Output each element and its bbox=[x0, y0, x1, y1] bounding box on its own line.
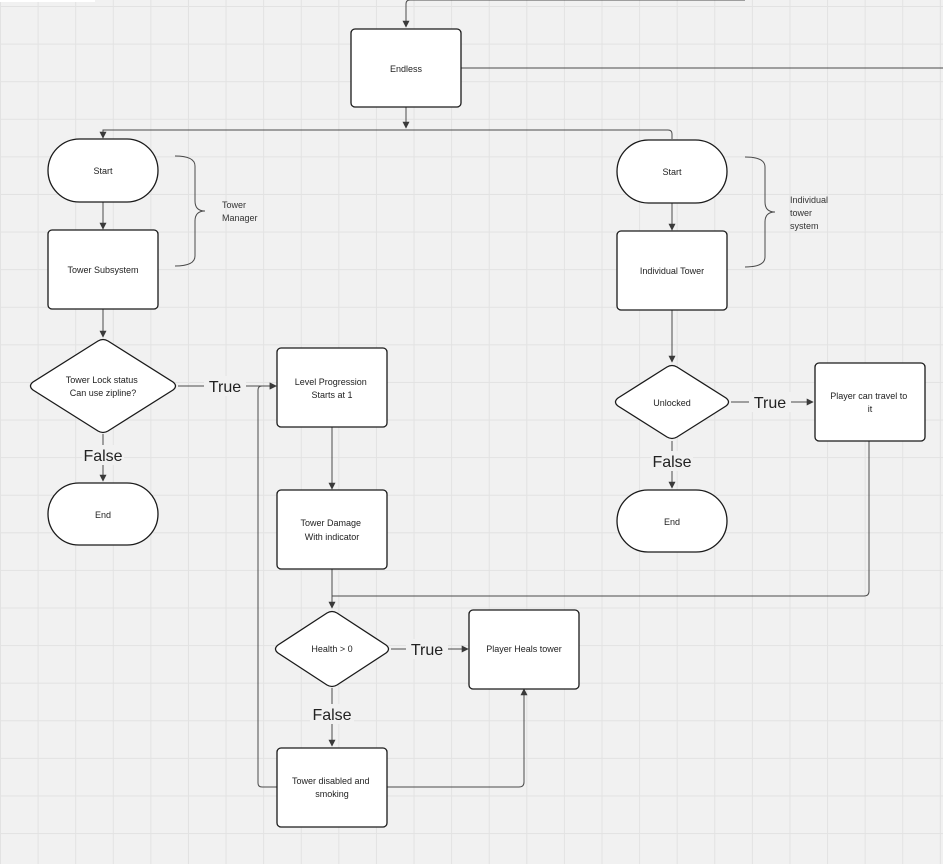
branch-label-unlocked-true-text: True bbox=[754, 395, 786, 412]
branch-label-unlocked-false-text: False bbox=[652, 454, 691, 471]
node-tower-damage-label: Tower Damage With indicator bbox=[300, 518, 363, 542]
node-player-travel-label: Player can travel to it bbox=[830, 391, 910, 414]
node-endless-label: Endless bbox=[390, 64, 423, 74]
node-start-individual[interactable]: Start bbox=[616, 139, 728, 204]
branch-label-health-false-text: False bbox=[312, 707, 351, 724]
branch-label-lock-true-text: True bbox=[209, 379, 241, 396]
node-tower-subsystem[interactable]: Tower Subsystem bbox=[47, 229, 159, 310]
node-end-individual-label: End bbox=[664, 517, 680, 527]
note-individual-tower-system[interactable]: Individual tower system bbox=[744, 156, 831, 268]
brace-individual-tower-system-icon bbox=[744, 156, 776, 268]
branch-label-lock-true: True bbox=[204, 376, 246, 396]
node-end-individual[interactable]: End bbox=[616, 489, 728, 553]
node-health-decision[interactable]: Health > 0 bbox=[274, 610, 390, 688]
node-player-heals[interactable]: Player Heals tower bbox=[468, 609, 580, 690]
connector-split-to-individual-start bbox=[406, 129, 673, 139]
branch-label-lock-false: False bbox=[82, 445, 124, 465]
branch-label-lock-false-text: False bbox=[83, 448, 122, 465]
node-unlocked-label: Unlocked bbox=[653, 398, 691, 408]
node-unlocked-decision[interactable]: Unlocked bbox=[614, 364, 730, 440]
node-start-manager[interactable]: Start bbox=[47, 138, 159, 203]
node-tower-lock-decision[interactable]: Tower Lock status Can use zipline? bbox=[29, 338, 177, 434]
node-player-travel[interactable]: Player can travel to it bbox=[814, 362, 926, 442]
node-individual-tower[interactable]: Individual Tower bbox=[616, 230, 728, 311]
connector-travel-to-health bbox=[332, 441, 870, 597]
brace-tower-manager-icon bbox=[174, 155, 206, 267]
node-tower-disabled-label: Tower disabled and smoking bbox=[292, 776, 372, 799]
node-start-individual-label: Start bbox=[662, 167, 682, 177]
branch-label-health-false: False bbox=[310, 704, 354, 724]
node-level-progression-label: Level Progression Starts at 1 bbox=[295, 377, 370, 400]
node-player-heals-label: Player Heals tower bbox=[486, 644, 562, 654]
connector-split-to-manager-start bbox=[99, 129, 406, 139]
note-individual-tower-system-text: Individual tower system bbox=[790, 195, 831, 231]
branch-label-unlocked-true: True bbox=[749, 392, 791, 412]
node-tower-damage[interactable]: Tower Damage With indicator bbox=[276, 489, 388, 570]
connector-disabled-loop-to-progression bbox=[257, 382, 277, 788]
node-endless[interactable]: Endless bbox=[350, 28, 462, 108]
note-tower-manager[interactable]: Tower Manager bbox=[174, 155, 258, 267]
node-tower-disabled[interactable]: Tower disabled and smoking bbox=[276, 747, 388, 828]
node-end-manager[interactable]: End bbox=[47, 482, 159, 546]
node-end-manager-label: End bbox=[95, 510, 111, 520]
branch-label-unlocked-false: False bbox=[651, 451, 693, 471]
node-health-label: Health > 0 bbox=[311, 644, 352, 654]
node-tower-lock-label: Tower Lock status Can use zipline? bbox=[66, 375, 141, 398]
connector-disabled-to-heals bbox=[387, 688, 528, 788]
connector-top-into-endless bbox=[402, 0, 745, 28]
node-level-progression[interactable]: Level Progression Starts at 1 bbox=[276, 347, 388, 428]
node-tower-subsystem-label: Tower Subsystem bbox=[67, 265, 138, 275]
node-start-manager-label: Start bbox=[93, 166, 113, 176]
note-tower-manager-text: Tower Manager bbox=[222, 200, 258, 223]
branch-label-health-true-text: True bbox=[411, 642, 443, 659]
canvas-corner-tab bbox=[0, 0, 95, 2]
node-individual-tower-label: Individual Tower bbox=[640, 266, 704, 276]
branch-label-health-true: True bbox=[406, 639, 448, 659]
branch-labels: True False True False True False bbox=[82, 376, 791, 724]
